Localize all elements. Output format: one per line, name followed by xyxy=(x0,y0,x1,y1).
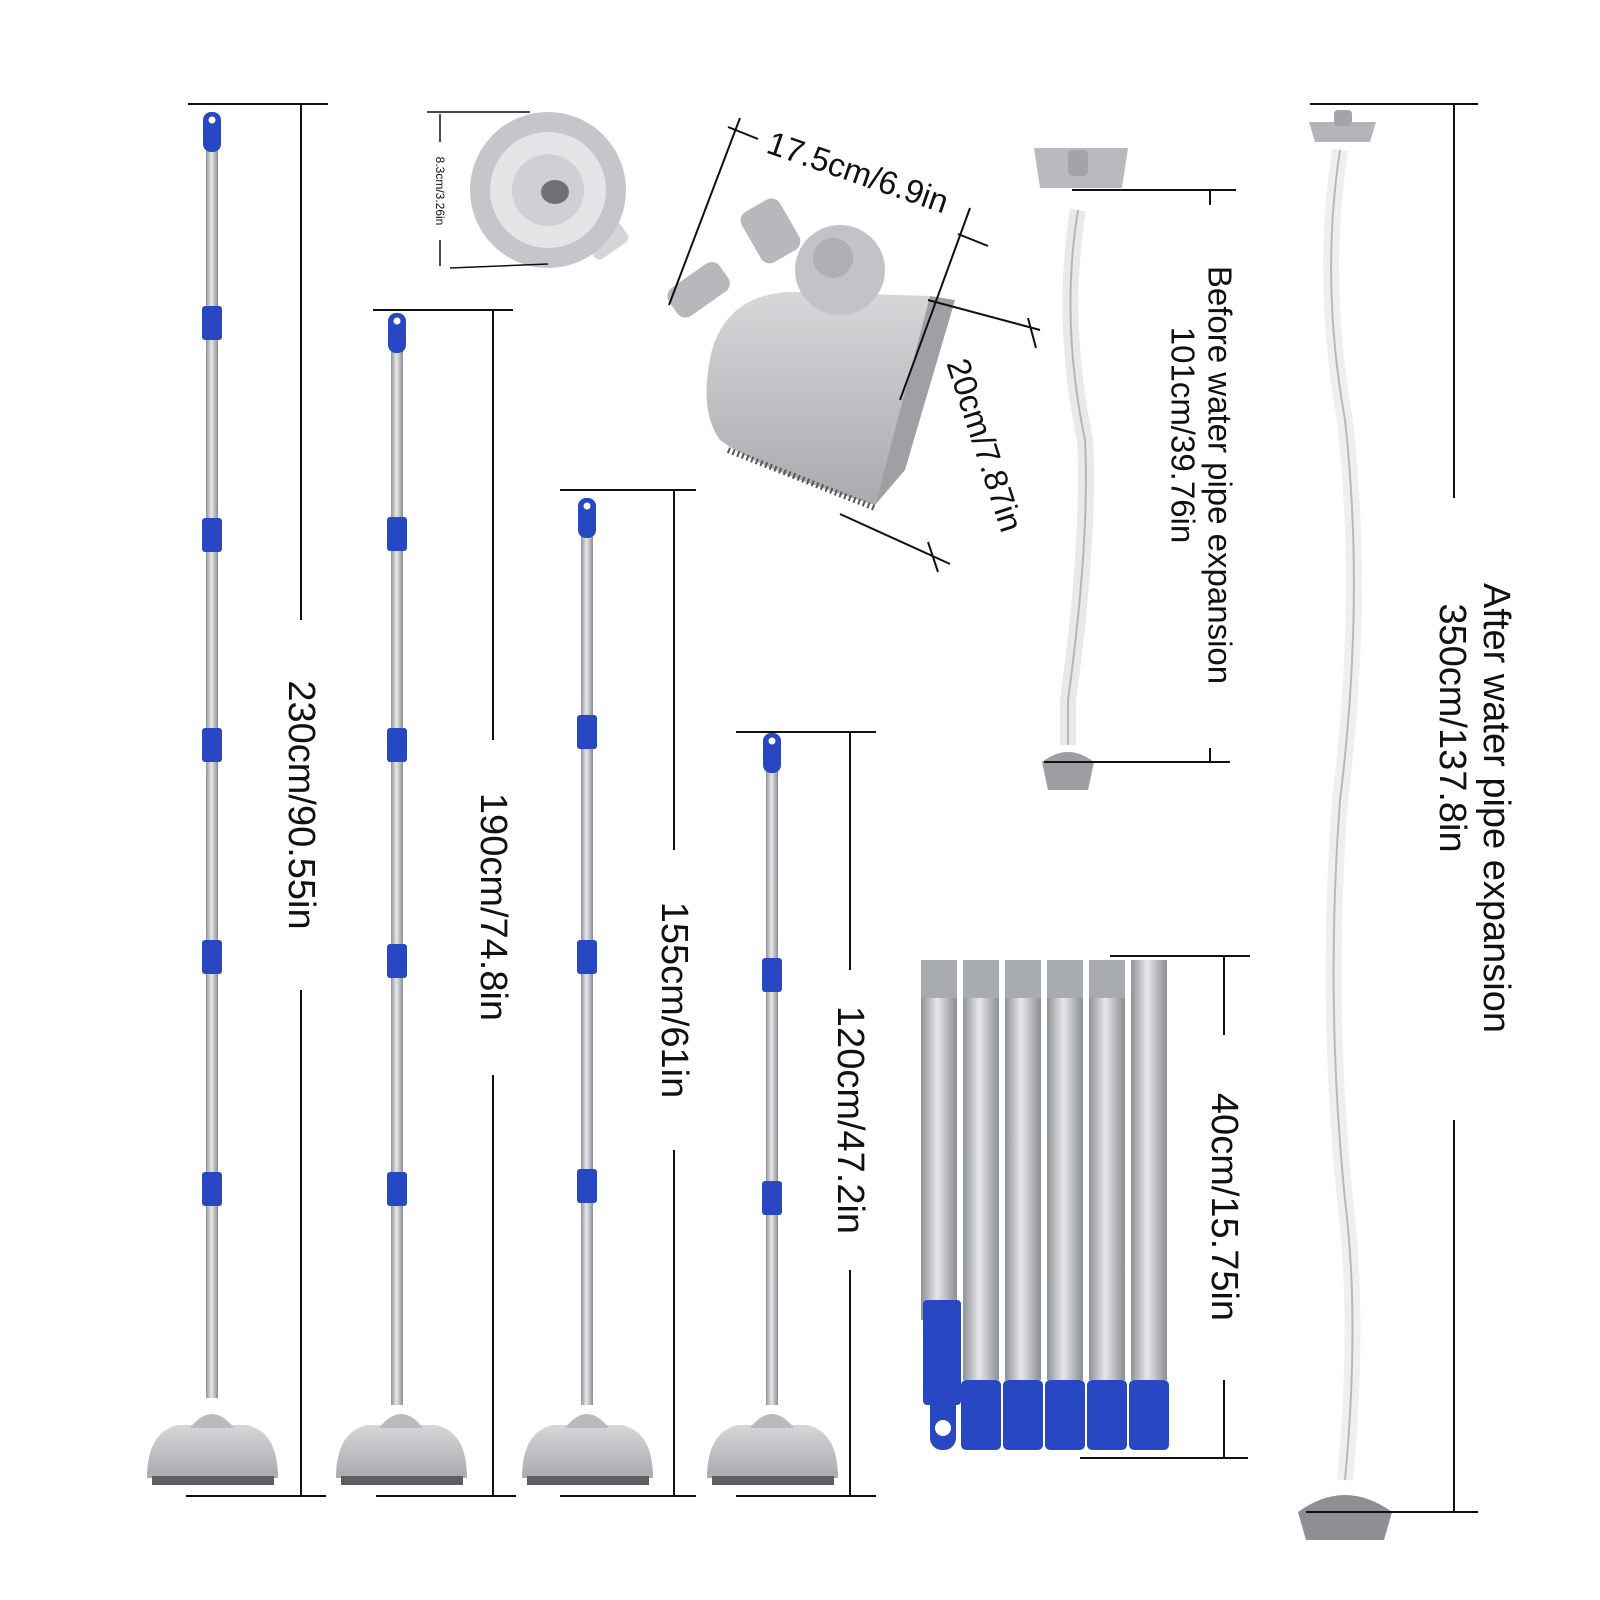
dimension-230 xyxy=(186,103,328,1497)
pole-190cm xyxy=(387,313,407,1405)
pole-120cm xyxy=(762,733,782,1405)
dimension-head xyxy=(668,117,1041,573)
pole-120-length-label: 120cm/47.2in xyxy=(829,1005,871,1235)
dimension-190 xyxy=(373,309,516,1497)
pole-230cm xyxy=(202,112,222,1398)
pole-155-length-label: 155cm/61in xyxy=(653,901,695,1099)
pole-segment-icon xyxy=(1003,960,1043,1450)
pole-segment-icon xyxy=(921,960,961,1450)
vacuum-head-detail-icon xyxy=(667,198,955,511)
dimension-155 xyxy=(560,489,696,1497)
flexible-hose-icon xyxy=(1034,148,1128,790)
dimension-hose-before xyxy=(1044,189,1236,763)
dimension-nozzle xyxy=(427,111,549,269)
hose-before-length: 101cm/39.76in xyxy=(1164,326,1202,544)
dimension-segments xyxy=(1080,955,1250,1459)
dimension-hose-after xyxy=(1306,103,1478,1513)
hose-before-caption: Before water pipe expansion xyxy=(1201,265,1239,685)
nozzle-size-label: 8.3cm/3.26in xyxy=(433,156,447,226)
vacuum-head-icon xyxy=(336,1414,467,1485)
pole-segment-icon xyxy=(1045,960,1085,1450)
vacuum-head-icon xyxy=(147,1414,278,1485)
hose-after-length: 350cm/137.8in xyxy=(1431,603,1473,853)
pole-155cm xyxy=(577,498,597,1405)
pole-190-length-label: 190cm/74.8in xyxy=(472,792,514,1022)
pole-segment-icon xyxy=(961,960,1001,1450)
pole-230-length-label: 230cm/90.55in xyxy=(280,680,322,930)
dimension-120 xyxy=(736,731,876,1497)
hose-after-caption: After water pipe expansion xyxy=(1475,583,1517,1033)
pole-segments xyxy=(921,960,1169,1450)
swivel-nozzle-icon xyxy=(470,112,629,268)
vacuum-head-icon xyxy=(522,1414,653,1485)
pole-segment-icon xyxy=(1129,960,1169,1450)
segment-length-label: 40cm/15.75in xyxy=(1203,1092,1245,1322)
pole-segment-icon xyxy=(1087,960,1127,1450)
vacuum-head-icon xyxy=(707,1414,838,1485)
flexible-hose-icon xyxy=(1298,110,1392,1540)
